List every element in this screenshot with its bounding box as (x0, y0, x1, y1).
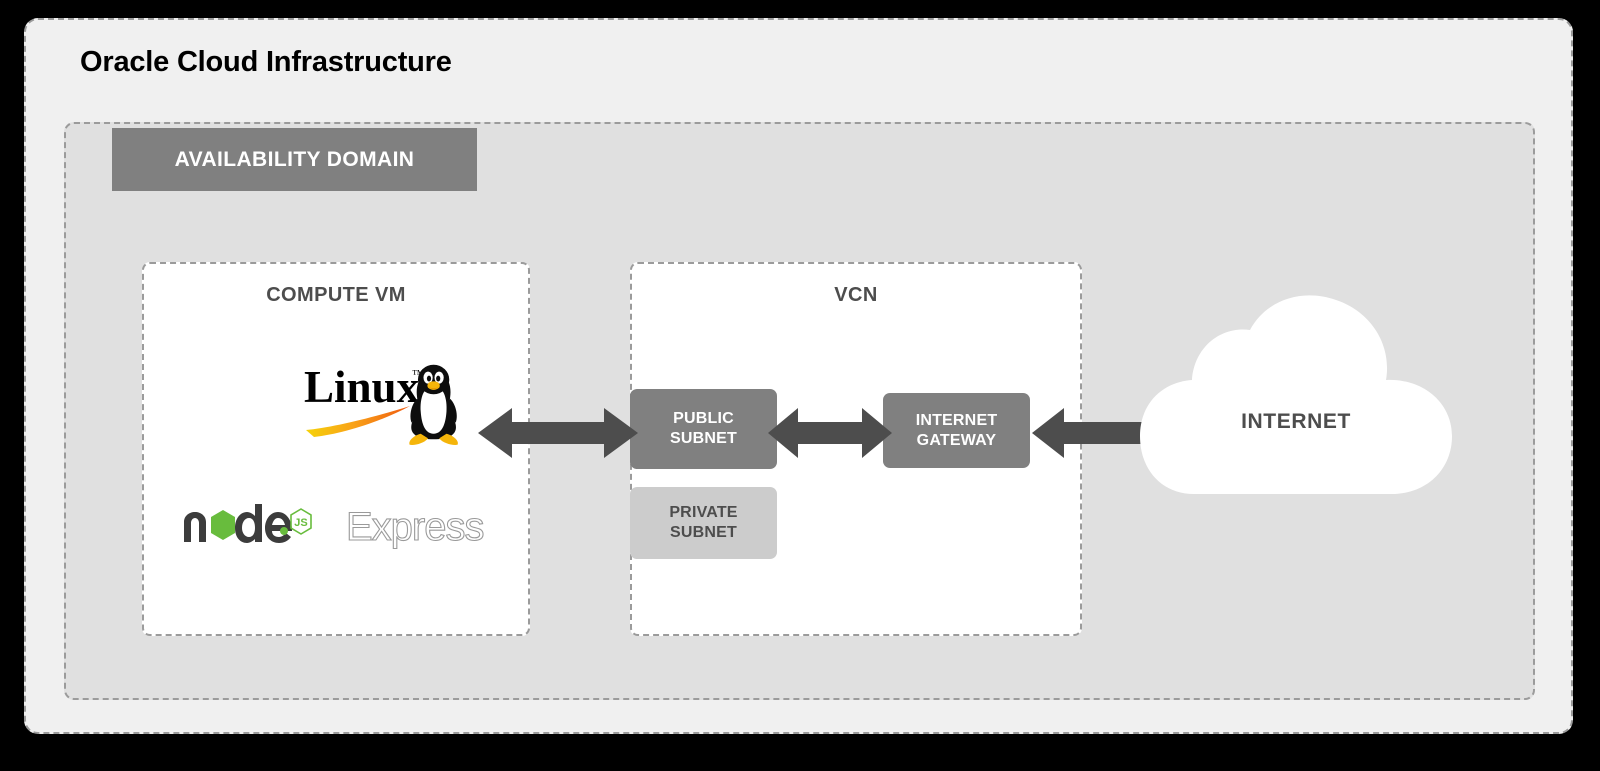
express-logo: Express (345, 504, 485, 549)
svg-text:Express: Express (346, 505, 484, 549)
private-subnet-label: PRIVATE SUBNET (669, 504, 738, 541)
page-title: Oracle Cloud Infrastructure (80, 46, 452, 78)
internet-cloud-label: INTERNET (1241, 410, 1351, 433)
private-subnet-box[interactable]: PRIVATE SUBNET (630, 487, 777, 559)
linux-logo: Linux ™ (304, 362, 458, 445)
arrow-internet-gateway-to-internet (1032, 408, 1184, 458)
internet-gateway-label: INTERNET GATEWAY (915, 411, 998, 449)
internet-cloud-shape (1140, 295, 1452, 494)
zone-vcn-label: VCN (834, 284, 878, 306)
zone-compute-vm: COMPUTE VM Linux ™ (142, 262, 530, 636)
availability-domain-banner: AVAILABILITY DOMAIN (112, 128, 477, 191)
zone-compute-vm-label: COMPUTE VM (266, 284, 406, 306)
public-subnet-label: PUBLIC SUBNET (670, 410, 737, 447)
arrow-compute-vm-to-public-subnet (478, 408, 638, 458)
internet-gateway-box[interactable]: INTERNET GATEWAY (883, 393, 1030, 468)
svg-text:Linux: Linux (304, 362, 420, 412)
svg-text:JS: JS (294, 517, 307, 529)
arrow-public-subnet-to-internet-gateway (768, 408, 892, 458)
nodejs-logo: JS (184, 504, 312, 543)
public-subnet-box[interactable]: PUBLIC SUBNET (630, 389, 777, 469)
